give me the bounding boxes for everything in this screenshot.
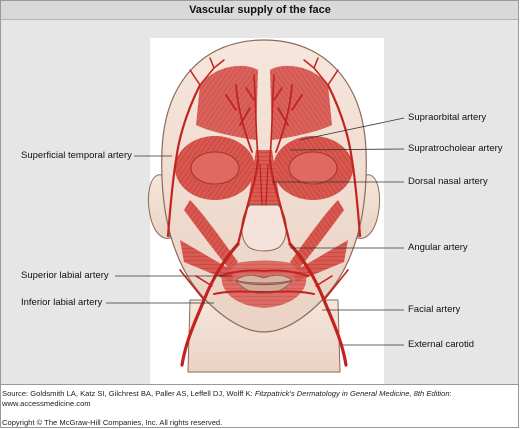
label-supraorbital-artery: Supraorbital artery [408, 112, 487, 123]
left-cheek-muscle [184, 200, 238, 270]
label-superior-labial-artery: Superior labial artery [21, 270, 109, 281]
nasal-muscle [246, 150, 282, 215]
copyright-notice: Copyright © The McGraw-Hill Companies, I… [2, 418, 223, 427]
figure-title: Vascular supply of the face [1, 1, 519, 20]
source-book-title: Fitzpatrick's Dermatology in General Med… [254, 389, 450, 398]
left-lower-cheek [180, 240, 235, 282]
label-supratrocholear-artery: Supratrocholear artery [408, 143, 503, 154]
leader-lines [106, 117, 405, 346]
source-citation: Source: Goldsmith LA, Katz SI, Gilchrest… [2, 389, 512, 409]
label-external-carotid: External carotid [408, 339, 475, 350]
right-ear [357, 174, 380, 239]
separator [1, 384, 519, 385]
orbicularis-oris [221, 260, 307, 308]
upper-lip [235, 274, 293, 284]
source-suffix: : www.accessmedicine.com [2, 389, 452, 408]
left-ear [148, 174, 171, 239]
label-inferior-labial-artery: Inferior labial artery [21, 297, 103, 308]
artery-network [166, 57, 362, 367]
label-angular-artery: Angular artery [408, 242, 468, 253]
nose [241, 204, 287, 252]
right-lower-cheek [293, 240, 348, 282]
source-prefix: Source: Goldsmith LA, Katz SI, Gilchrest… [2, 389, 255, 398]
label-superficial-temporal-artery: Superficial temporal artery [21, 150, 132, 161]
label-facial-artery: Facial artery [408, 304, 461, 315]
label-dorsal-nasal-artery: Dorsal nasal artery [408, 176, 488, 187]
right-cheek-muscle [290, 200, 344, 270]
